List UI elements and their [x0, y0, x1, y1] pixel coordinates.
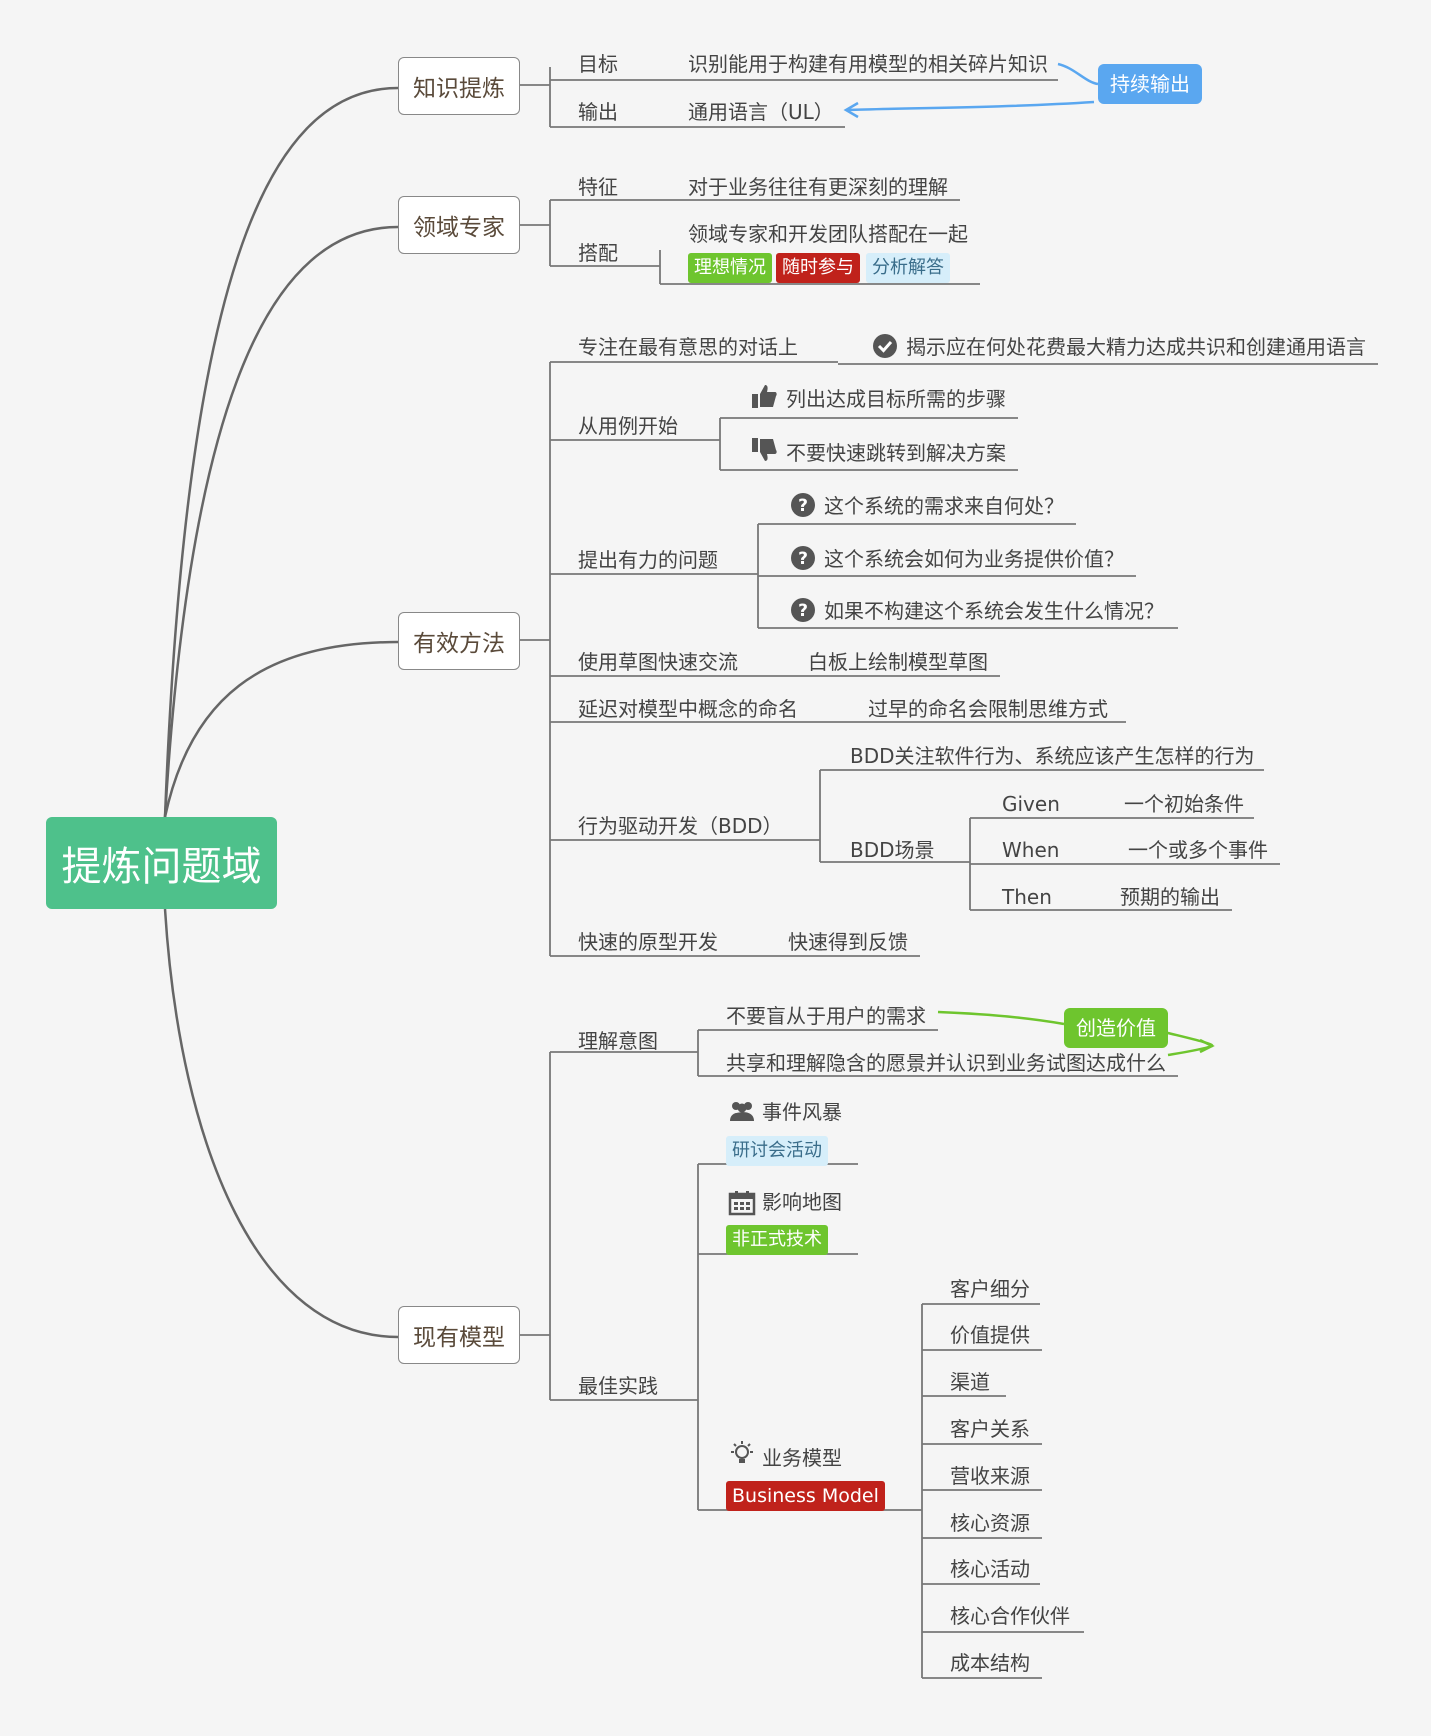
branch-methods[interactable]: 有效方法 — [398, 612, 520, 670]
methods-bdd-label[interactable]: 行为驱动开发（BDD） — [578, 814, 783, 838]
canvas-item[interactable]: 成本结构 — [950, 1651, 1030, 1675]
methods-focus-label[interactable]: 专注在最有意思的对话上 — [578, 335, 798, 359]
methods-focus-text[interactable]: 揭示应在何处花费最大精力达成共识和创建通用语言 — [906, 335, 1366, 359]
thumbs-up-icon — [750, 382, 778, 414]
knowledge-output-label[interactable]: 输出 — [578, 100, 618, 124]
question-icon: ? — [790, 545, 816, 575]
tag-workshop[interactable]: 研讨会活动 — [726, 1136, 828, 1166]
intent-a-text[interactable]: 不要盲从于用户的需求 — [726, 1004, 926, 1028]
callout-create-value[interactable]: 创造价值 — [1064, 1008, 1168, 1048]
knowledge-output-text[interactable]: 通用语言（UL） — [688, 100, 834, 124]
canvas-item[interactable]: 核心合作伙伴 — [950, 1604, 1070, 1628]
question-3[interactable]: 如果不构建这个系统会发生什么情况？ — [824, 599, 1164, 623]
biz-model-text[interactable]: 业务模型 — [762, 1446, 842, 1470]
edge-root-knowledge — [163, 86, 399, 818]
svg-text:?: ? — [798, 601, 808, 621]
callout-continuous-output[interactable]: 持续输出 — [1098, 64, 1202, 104]
canvas-item[interactable]: 客户细分 — [950, 1277, 1030, 1301]
question-1[interactable]: 这个系统的需求来自何处？ — [824, 494, 1064, 518]
usecase-dont-text[interactable]: 不要快速跳转到解决方案 — [786, 441, 1006, 465]
calendar-icon — [728, 1190, 756, 1220]
bdd-when[interactable]: When — [1002, 838, 1060, 862]
bdd-when-text[interactable]: 一个或多个事件 — [1128, 838, 1268, 862]
models-best-label[interactable]: 最佳实践 — [578, 1374, 658, 1398]
methods-usecase-label[interactable]: 从用例开始 — [578, 414, 678, 438]
root-node[interactable]: 提炼问题域 — [46, 817, 277, 909]
canvas-item[interactable]: 价值提供 — [950, 1323, 1030, 1347]
knowledge-goal-text[interactable]: 识别能用于构建有用模型的相关碎片知识 — [688, 52, 1048, 76]
edge-root-models — [163, 908, 399, 1339]
edge-root-expert — [163, 225, 399, 818]
expert-feature-label[interactable]: 特征 — [578, 175, 618, 199]
canvas-item[interactable]: 客户关系 — [950, 1417, 1030, 1441]
expert-feature-text[interactable]: 对于业务往往有更深刻的理解 — [688, 175, 948, 199]
tag-business-model[interactable]: Business Model — [726, 1481, 885, 1511]
impact-map-text[interactable]: 影响地图 — [762, 1190, 842, 1214]
intent-b-text[interactable]: 共享和理解隐含的愿景并认识到业务试图达成什么 — [726, 1051, 1166, 1075]
usecase-do-text[interactable]: 列出达成目标所需的步骤 — [786, 387, 1006, 411]
models-intent-label[interactable]: 理解意图 — [578, 1029, 658, 1053]
bdd-given-text[interactable]: 一个初始条件 — [1124, 792, 1244, 816]
methods-proto-label[interactable]: 快速的原型开发 — [578, 930, 718, 954]
tag-anytime[interactable]: 随时参与 — [776, 253, 860, 283]
bdd-focus-text[interactable]: BDD关注软件行为、系统应该产生怎样的行为 — [850, 744, 1255, 768]
question-icon: ? — [790, 492, 816, 522]
methods-naming-text[interactable]: 过早的命名会限制思维方式 — [868, 697, 1108, 721]
methods-question-label[interactable]: 提出有力的问题 — [578, 548, 718, 572]
knowledge-goal-label[interactable]: 目标 — [578, 52, 618, 76]
people-group-icon — [728, 1099, 756, 1127]
methods-naming-label[interactable]: 延迟对模型中概念的命名 — [578, 697, 798, 721]
check-circle-icon — [872, 333, 898, 363]
question-icon: ? — [790, 597, 816, 627]
lightbulb-icon — [728, 1440, 756, 1472]
edge-root-methods — [163, 640, 399, 818]
methods-sketch-label[interactable]: 使用草图快速交流 — [578, 650, 738, 674]
bdd-given[interactable]: Given — [1002, 792, 1060, 816]
canvas-item[interactable]: 核心资源 — [950, 1511, 1030, 1535]
branch-expert[interactable]: 领域专家 — [398, 196, 520, 254]
branch-models[interactable]: 现有模型 — [398, 1306, 520, 1364]
question-2[interactable]: 这个系统会如何为业务提供价值？ — [824, 547, 1124, 571]
bdd-scene-label[interactable]: BDD场景 — [850, 838, 935, 862]
branch-knowledge[interactable]: 知识提炼 — [398, 57, 520, 115]
canvas-item[interactable]: 核心活动 — [950, 1557, 1030, 1581]
svg-text:?: ? — [798, 496, 808, 516]
methods-sketch-text[interactable]: 白板上绘制模型草图 — [808, 650, 988, 674]
canvas-item[interactable]: 营收来源 — [950, 1464, 1030, 1488]
expert-pair-label[interactable]: 搭配 — [578, 241, 618, 265]
tag-informal[interactable]: 非正式技术 — [726, 1225, 828, 1255]
svg-text:?: ? — [798, 549, 808, 569]
thumbs-down-icon — [750, 436, 778, 468]
methods-proto-text[interactable]: 快速得到反馈 — [788, 930, 908, 954]
tag-ideal[interactable]: 理想情况 — [688, 253, 772, 283]
tag-analysis[interactable]: 分析解答 — [866, 253, 950, 283]
bdd-then[interactable]: Then — [1002, 885, 1052, 909]
event-storm-text[interactable]: 事件风暴 — [762, 1100, 842, 1124]
bdd-then-text[interactable]: 预期的输出 — [1120, 885, 1220, 909]
expert-pair-text[interactable]: 领域专家和开发团队搭配在一起 — [688, 222, 968, 246]
canvas-item[interactable]: 渠道 — [950, 1370, 990, 1394]
